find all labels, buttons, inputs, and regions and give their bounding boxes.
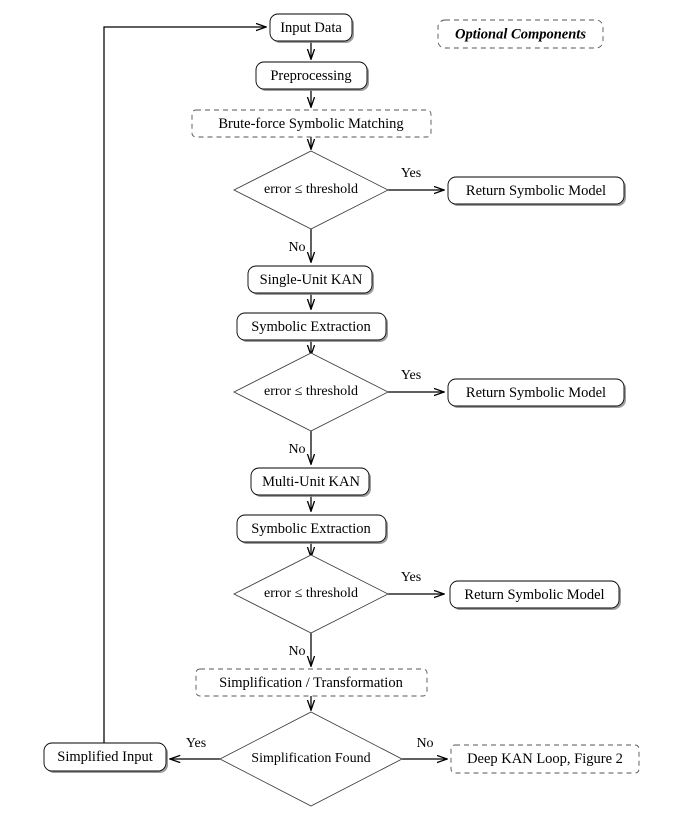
node-outline: [447, 378, 625, 407]
node-label-input-data: Input Data: [280, 20, 342, 36]
node-label-deep-kan-loop: Deep KAN Loop, Figure 2: [467, 751, 623, 767]
node-decision-error-threshold-3[interactable]: error ≤ threshold: [233, 554, 389, 634]
legend-label-text: Optional Components: [455, 26, 586, 42]
node-outline: [191, 109, 432, 138]
node-outline: [250, 467, 370, 496]
node-decision-error-threshold-2[interactable]: error ≤ threshold: [233, 352, 389, 432]
diamond-outline: [219, 711, 403, 807]
node-simplified-input[interactable]: Simplified Input: [43, 742, 168, 773]
edge-label-no-2: No: [288, 442, 305, 457]
node-single-unit-kan[interactable]: Single-Unit KAN: [247, 265, 374, 295]
node-input-data[interactable]: Input Data: [269, 13, 354, 43]
node-return-symbolic-model-3[interactable]: Return Symbolic Model: [449, 580, 621, 610]
edge-label-no-1: No: [288, 240, 305, 255]
edge-label-yes-4: Yes: [186, 736, 206, 751]
node-label-multi-unit-kan: Multi-Unit KAN: [262, 474, 360, 490]
diamond-outline: [233, 352, 389, 432]
edge-loopback-simplified-to-input: [103, 27, 266, 743]
node-label-symbolic-extraction-2: Symbolic Extraction: [251, 521, 371, 537]
node-outline: [255, 61, 368, 90]
node-outline: [447, 176, 625, 205]
node-outline: [43, 742, 167, 772]
diamond-outline: [233, 150, 389, 230]
node-label-return-2: Return Symbolic Model: [466, 385, 606, 401]
node-brute-force-symbolic-matching[interactable]: Brute-force Symbolic Matching: [191, 109, 432, 138]
node-label-preprocessing: Preprocessing: [270, 68, 351, 84]
node-label-brute-force: Brute-force Symbolic Matching: [218, 116, 403, 132]
node-outline: [247, 265, 373, 294]
node-label-decision-3: error ≤ threshold: [264, 586, 358, 601]
node-outline: [449, 580, 620, 609]
edge-label-yes-3: Yes: [401, 570, 421, 585]
node-symbolic-extraction-2[interactable]: Symbolic Extraction: [236, 514, 388, 544]
edge-label-yes-1: Yes: [401, 166, 421, 181]
node-label-symbolic-extraction-1: Symbolic Extraction: [251, 319, 371, 335]
node-decision-error-threshold-1[interactable]: error ≤ threshold: [233, 150, 389, 230]
edge-label-no-4: No: [416, 736, 433, 751]
node-outline: [269, 13, 353, 42]
node-outline: [236, 514, 387, 543]
node-label-return-3: Return Symbolic Model: [464, 587, 604, 603]
legend-box: [437, 19, 604, 49]
node-decision-simplification-found[interactable]: Simplification Found: [219, 711, 403, 807]
diamond-outline: [233, 554, 389, 634]
node-label-return-1: Return Symbolic Model: [466, 183, 606, 199]
node-outline: [236, 312, 387, 341]
node-label-simplification: Simplification / Transformation: [219, 675, 403, 691]
node-deep-kan-loop[interactable]: Deep KAN Loop, Figure 2: [450, 744, 640, 774]
node-outline: [450, 744, 640, 774]
node-return-symbolic-model-2[interactable]: Return Symbolic Model: [447, 378, 626, 408]
edge-label-yes-2: Yes: [401, 368, 421, 383]
node-label-single-unit-kan: Single-Unit KAN: [260, 272, 363, 288]
node-label-decision-2: error ≤ threshold: [264, 384, 358, 399]
node-symbolic-extraction-1[interactable]: Symbolic Extraction: [236, 312, 388, 342]
node-label-simplified-input: Simplified Input: [57, 749, 152, 765]
node-label-decision-4: Simplification Found: [251, 751, 370, 766]
node-return-symbolic-model-1[interactable]: Return Symbolic Model: [447, 176, 626, 206]
edge-label-no-3: No: [288, 644, 305, 659]
node-simplification-transformation[interactable]: Simplification / Transformation: [195, 668, 428, 697]
node-label-decision-1: error ≤ threshold: [264, 182, 358, 197]
node-preprocessing[interactable]: Preprocessing: [255, 61, 369, 91]
node-outline: [195, 668, 428, 697]
legend-optional-components: Optional Components: [437, 19, 604, 49]
node-multi-unit-kan[interactable]: Multi-Unit KAN: [250, 467, 371, 497]
